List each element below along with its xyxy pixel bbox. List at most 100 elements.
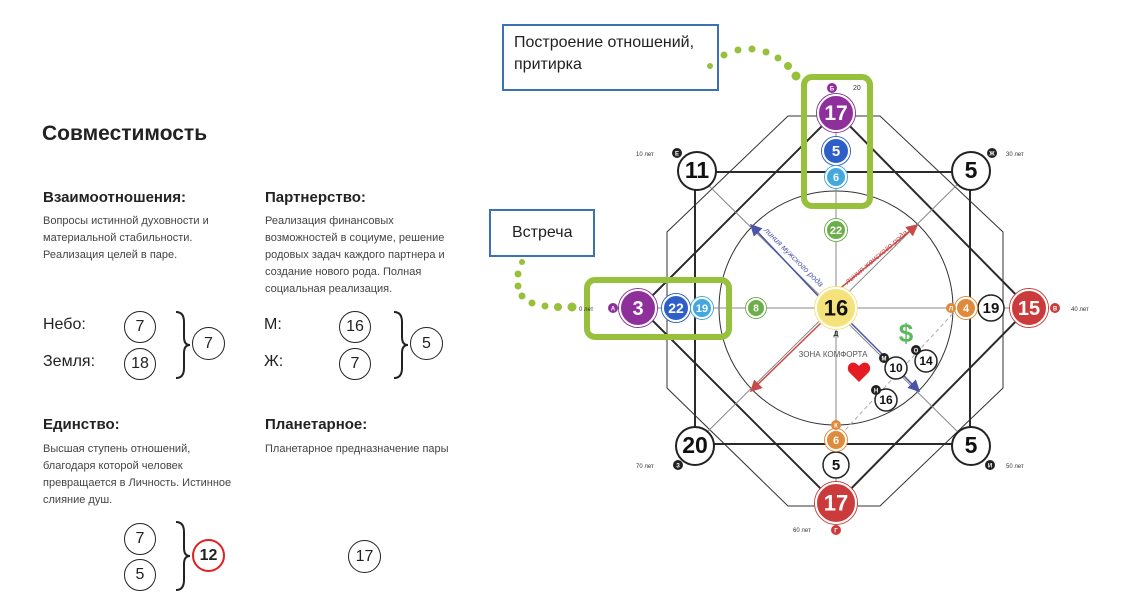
- female-line-label: линия женского рода: [842, 228, 910, 287]
- zh-value: 7: [339, 348, 371, 380]
- page-title: Совместимость: [42, 122, 208, 145]
- node-m10: 10: [884, 356, 908, 380]
- node-left-2-value: 22: [668, 300, 684, 316]
- red-lower-arrow: [749, 319, 825, 393]
- letter-i: И: [985, 460, 995, 470]
- letter-k: К: [831, 420, 841, 430]
- unity-heading: Единство:: [43, 416, 120, 433]
- letter-z: З: [673, 460, 683, 470]
- unity-desc: Высшая ступень отношений, благодаря кото…: [43, 443, 232, 506]
- node-top-inner-value: 22: [830, 225, 842, 237]
- svg-text:З: З: [676, 464, 680, 470]
- age-20: 20: [853, 85, 861, 92]
- node-left-3-value: 19: [696, 303, 708, 315]
- node-top-outer: 17: [816, 93, 856, 133]
- male-line-label: линия мужского рода: [762, 225, 826, 289]
- node-center-value: 16: [824, 296, 848, 321]
- svg-text:К: К: [834, 424, 838, 430]
- node-left-outer: 3: [618, 288, 658, 328]
- node-top-2-value: 5: [832, 143, 840, 160]
- letter-n: Н: [871, 385, 881, 395]
- node-right-outer-value: 15: [1018, 298, 1040, 320]
- svg-text:Е: Е: [675, 152, 679, 158]
- highlight-top: [801, 74, 873, 209]
- letter-a: А: [608, 303, 618, 313]
- node-right-2: 19: [977, 294, 1005, 322]
- relations-desc: Вопросы истинной духовности и материальн…: [43, 215, 209, 261]
- age-50: 50 лет: [1006, 464, 1024, 470]
- node-right-2-value: 19: [983, 300, 1000, 317]
- letter-v: В: [1050, 303, 1060, 313]
- m-label: М:: [264, 316, 282, 333]
- node-bottom-2-value: 5: [832, 457, 840, 474]
- node-bottom-3: 6: [824, 428, 848, 452]
- node-m14-value: 14: [919, 354, 933, 368]
- age-60: 60 лет: [793, 528, 811, 534]
- node-right-outer: 15: [1009, 288, 1049, 328]
- dollar-icon: $: [899, 318, 914, 348]
- zh-label: Ж:: [264, 353, 284, 370]
- node-bottom-left-value: 20: [682, 432, 708, 458]
- unity-result: 12: [192, 539, 225, 572]
- planetary-value: 17: [348, 540, 381, 573]
- svg-text:О: О: [914, 349, 919, 355]
- node-bottom-outer-value: 17: [824, 491, 848, 516]
- age-40: 40 лет: [1071, 307, 1089, 313]
- node-m14: 14: [914, 349, 938, 373]
- svg-text:Н: Н: [874, 389, 878, 395]
- partnership-heading: Партнерство:: [265, 189, 366, 206]
- center-letter: Д: [834, 331, 839, 338]
- node-top-3: 6: [824, 165, 848, 189]
- node-top-inner: 22: [824, 218, 848, 242]
- unity-value-2: 5: [124, 559, 156, 591]
- earth-label: Земля:: [43, 353, 96, 370]
- age-30: 30 лет: [1006, 152, 1024, 158]
- partnership-result: 5: [410, 327, 443, 360]
- node-left-outer-value: 3: [632, 298, 643, 320]
- node-top-left: 11: [677, 151, 717, 191]
- planetary-desc: Планетарное предназначение пары: [265, 443, 449, 455]
- highlight-left: [584, 277, 732, 340]
- svg-text:А: А: [611, 307, 616, 313]
- svg-text:М: М: [882, 357, 887, 363]
- unity-value-1: 7: [124, 523, 156, 555]
- relations-heading: Взаимоотношения:: [43, 189, 186, 206]
- node-bottom-outer: 17: [814, 481, 858, 525]
- svg-text:И: И: [988, 464, 992, 470]
- node-center: 16: [814, 286, 858, 330]
- earth-value: 18: [124, 348, 156, 380]
- node-bottom-3-value: 6: [833, 435, 839, 447]
- node-bottom-left: 20: [675, 426, 715, 466]
- callout-meeting: Встреча: [489, 209, 595, 257]
- letter-g: Г: [831, 525, 841, 535]
- node-bottom-right: 5: [951, 426, 991, 466]
- node-left-inner: 8: [745, 297, 767, 319]
- sky-label: Небо:: [43, 316, 86, 333]
- node-m10-value: 10: [889, 361, 903, 375]
- callout-relationship-building: Построение отношений, притирка: [502, 24, 719, 91]
- node-right-3-value: 4: [963, 303, 970, 315]
- svg-text:В: В: [1053, 307, 1058, 313]
- node-top-right: 5: [951, 151, 991, 191]
- m-value: 16: [339, 311, 371, 343]
- node-bottom-right-value: 5: [965, 432, 978, 458]
- svg-text:Л: Л: [949, 307, 953, 313]
- node-top-right-value: 5: [965, 157, 978, 183]
- letter-l: Л: [946, 303, 956, 313]
- svg-text:Б: Б: [830, 87, 835, 93]
- node-m16-value: 16: [879, 393, 893, 407]
- svg-text:Г: Г: [834, 529, 838, 535]
- node-top-outer-value: 17: [824, 102, 847, 125]
- money-line: [835, 307, 959, 441]
- braces: [175, 311, 409, 591]
- callout-connectors: [514, 45, 801, 312]
- comfort-zone-label: ЗОНА КОМФОРТА: [799, 350, 869, 359]
- relations-result: 7: [192, 327, 225, 360]
- node-top-3-value: 6: [833, 172, 839, 184]
- svg-text:Ж: Ж: [988, 152, 995, 158]
- node-left-3: 19: [690, 296, 714, 320]
- partnership-desc: Реализация финансовых возможностей в соц…: [265, 215, 445, 295]
- node-m16: 16: [874, 388, 898, 412]
- letter-m: М: [879, 353, 889, 363]
